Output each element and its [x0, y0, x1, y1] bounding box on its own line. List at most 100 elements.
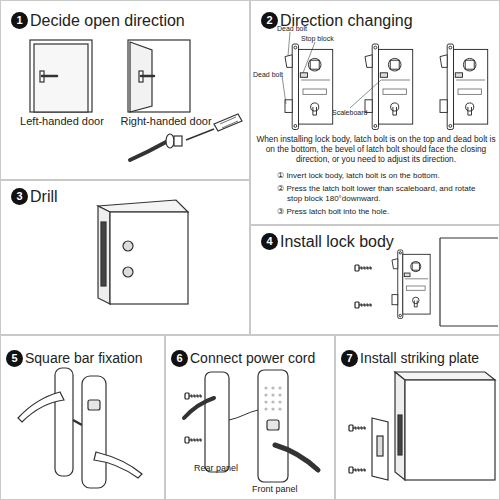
- door-right-handed: [128, 40, 190, 112]
- step-panel: Drill3: [0, 180, 250, 335]
- panel-heading: Install lock body: [280, 232, 480, 251]
- striking-plate-view: [372, 418, 388, 480]
- striking-plate-view: [349, 372, 495, 480]
- panel-heading: Drill: [30, 187, 230, 206]
- instruction-step: ③ Press latch bolt into the hole.: [277, 207, 495, 217]
- lock-body-views: [285, 44, 488, 130]
- lock-panels: [258, 370, 288, 482]
- leader-line: [282, 76, 286, 104]
- step-number: 1: [11, 12, 28, 29]
- lock-panels: [278, 386, 281, 389]
- part-label: Dead bolt: [253, 71, 285, 79]
- lock-panels: [271, 393, 274, 396]
- lock-panels: [267, 420, 279, 430]
- striking-plate-view: [349, 467, 366, 473]
- door-right-handed: [128, 40, 190, 112]
- instruction-note: When installing lock body, latch bolt is…: [256, 135, 496, 165]
- lock-panels: [229, 410, 258, 420]
- lever-handles: [18, 368, 142, 488]
- panel-heading: Connect power cord: [190, 350, 335, 367]
- panel-heading: Decide open direction: [30, 11, 245, 30]
- lock-panels: [184, 370, 318, 482]
- lock-body-views: [285, 44, 333, 130]
- leader-line: [288, 32, 290, 56]
- door-left-handed: [30, 40, 92, 112]
- step-number: 2: [261, 12, 278, 29]
- door-edge-block: [101, 222, 106, 286]
- panel-heading: Install striking plate: [360, 350, 500, 367]
- striking-plate-view: [349, 425, 366, 431]
- part-label: Stop block: [301, 35, 343, 43]
- step-panel: Install striking plate7: [335, 335, 500, 500]
- step-panel: Square bar fixation5: [0, 335, 165, 500]
- step-number: 3: [11, 188, 28, 205]
- door-left-handed: [30, 40, 92, 112]
- lock-panels: [271, 386, 274, 389]
- leader-line: [350, 80, 381, 108]
- lock-panels: [278, 400, 281, 403]
- lever-handles: [88, 400, 100, 410]
- door-edge-block: [123, 241, 133, 251]
- instruction-step: ① Invert lock body, latch bolt is on the…: [277, 171, 495, 181]
- step-number: 6: [171, 350, 188, 367]
- striking-plate-view: [395, 372, 495, 380]
- lock-install-view: [355, 238, 498, 326]
- lock-install-view: [440, 238, 498, 326]
- lock-panels: [278, 393, 281, 396]
- step-number: 4: [261, 233, 278, 250]
- part-label: Dead bolt: [277, 25, 317, 33]
- step-number-badge: 4: [261, 233, 278, 250]
- lock-panels: [271, 400, 274, 403]
- door-edge-block: [110, 212, 188, 304]
- door-right-handed: [141, 75, 154, 78]
- step-panel: Connect power cordRear panelFront panel 6: [165, 335, 335, 500]
- step-panel: Direction changingDead boltStop blockDea…: [250, 0, 500, 225]
- lock-body-views: [440, 44, 488, 130]
- handle-and-screwdriver: [174, 136, 182, 146]
- door-edge-block: [123, 267, 133, 277]
- leader-line: [282, 32, 381, 108]
- step-number-badge: 1: [11, 12, 28, 29]
- step-panel: Decide open directionLeft-handed doorRig…: [0, 0, 250, 180]
- handle-and-screwdriver: [220, 117, 238, 128]
- step-number-badge: 2: [261, 12, 278, 29]
- handle-and-screwdriver: [214, 114, 242, 131]
- step-panel: Install lock body4: [250, 225, 500, 335]
- step-number-badge: 6: [171, 350, 188, 367]
- leader-line: [303, 42, 315, 73]
- lock-panels: [271, 407, 274, 410]
- step-number-badge: 7: [341, 350, 358, 367]
- door-label: Left-handed door: [6, 115, 118, 128]
- lock-panels: [264, 407, 267, 410]
- lock-install-view: [355, 265, 372, 271]
- lock-body-views: [365, 44, 413, 130]
- lock-panels: [275, 445, 318, 470]
- lock-panels: [184, 398, 214, 418]
- lever-handles: [94, 452, 142, 478]
- lock-panels: [264, 400, 267, 403]
- striking-plate-view: [398, 415, 402, 455]
- step-number-badge: 3: [11, 188, 28, 205]
- door-edge-block: [98, 200, 188, 304]
- lock-panels: [205, 372, 229, 472]
- lock-panels: [185, 437, 202, 443]
- lever-handles: [55, 368, 73, 476]
- step-number: 7: [341, 350, 358, 367]
- striking-plate-view: [405, 380, 495, 480]
- part-label: Scaleboard: [332, 109, 372, 117]
- lever-handles: [82, 376, 106, 488]
- handle-and-screwdriver: [130, 142, 166, 160]
- handle-and-screwdriver: [186, 129, 214, 140]
- door-edge-block: [98, 206, 110, 304]
- panel-heading: Direction changing: [280, 11, 495, 30]
- striking-plate-view: [377, 436, 383, 456]
- door-edge-block: [98, 200, 188, 212]
- lock-panels: [264, 386, 267, 389]
- part-label: Rear panel: [194, 463, 254, 474]
- door-left-handed: [34, 44, 88, 112]
- door-label: Right-handed door: [105, 115, 227, 128]
- step-number-badge: 5: [6, 350, 23, 367]
- lever-handles: [73, 420, 82, 425]
- part-label: Front panel: [252, 484, 312, 495]
